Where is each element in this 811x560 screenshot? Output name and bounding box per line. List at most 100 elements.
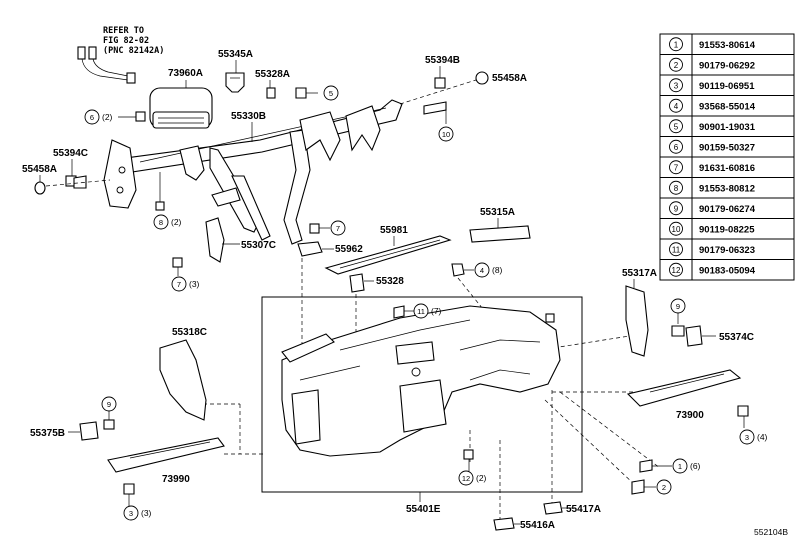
legend-ref-circle (669, 160, 683, 175)
bracket-55375b (79, 421, 99, 441)
figure-id: 552104B (754, 527, 788, 537)
qty-11: (7) (431, 306, 442, 316)
label-55417a: 55417A (566, 504, 601, 515)
label-55458a-right: 55458A (492, 73, 527, 84)
svg-text:2: 2 (662, 483, 666, 492)
legend-ref-number: 4 (674, 102, 679, 111)
nozzle-55981 (324, 235, 452, 275)
label-55307c: 55307C (241, 240, 276, 251)
legend-part-number: 90179-06274 (699, 204, 756, 215)
ref-circle-12 (458, 470, 474, 486)
cap-55458a-right (475, 71, 489, 85)
legend-ref-circle (669, 201, 683, 216)
svg-text:6: 6 (90, 113, 94, 122)
label-55374c: 55374C (719, 332, 754, 343)
legend-part-number: 90183-05094 (699, 265, 756, 276)
qty-1: (6) (690, 461, 701, 471)
ref-circle-10 (438, 126, 454, 142)
panel-55317a (625, 285, 649, 357)
legend-part-number: 90119-06951 (699, 81, 755, 92)
legend-part-number: 90179-06292 (699, 60, 755, 71)
label-55401e: 55401E (406, 504, 441, 515)
ref-circle-5 (323, 85, 339, 101)
legend-ref-circle (669, 262, 683, 277)
panel-box-55401e (261, 296, 583, 493)
svg-text:3: 3 (129, 509, 133, 518)
legend-ref-number: 7 (674, 163, 679, 172)
clip-55417a (543, 501, 563, 515)
bolt-5 (295, 87, 307, 99)
legend-row: 1 91553-80614 (669, 37, 756, 52)
svg-text:11: 11 (417, 307, 425, 316)
legend-part-number: 90179-06323 (699, 245, 755, 256)
legend-part-number: 91631-60816 (699, 163, 755, 174)
legend-ref-circle (669, 139, 683, 154)
legend-ref-circle (669, 119, 683, 134)
svg-text:12: 12 (462, 474, 470, 483)
svg-text:9: 9 (107, 400, 111, 409)
label-55394b: 55394B (425, 55, 460, 66)
bracket-55374c (685, 325, 703, 347)
knee-airbag-73900 (626, 369, 742, 407)
clip-55328a (266, 87, 276, 99)
bracket-55307c (205, 217, 225, 263)
label-55328a: 55328A (255, 69, 290, 80)
label-55962: 55962 (335, 244, 363, 255)
duct-55962 (297, 241, 323, 257)
ref-circle-3-right (739, 429, 755, 445)
refer-note-line-2: FIG 82-02 (103, 36, 149, 46)
qty-4: (8) (492, 265, 503, 275)
refer-note: REFER TO FIG 82-02 (PNC 82142A) (103, 26, 164, 56)
svg-text:4: 4 (480, 266, 484, 275)
ref-circle-11 (413, 303, 429, 319)
wire-harness-connector (77, 46, 136, 84)
cap-55458a-left (34, 181, 46, 195)
label-73900: 73900 (676, 410, 704, 421)
ref-circle-8 (153, 214, 169, 230)
instrument-panel-55401e (281, 305, 561, 457)
qty-8: (2) (171, 217, 182, 227)
panel-55318c (159, 339, 207, 421)
legend-part-number: 91553-80812 (699, 183, 755, 194)
legend-ref-number: 1 (674, 40, 679, 49)
svg-text:7: 7 (177, 280, 181, 289)
svg-text:3: 3 (745, 433, 749, 442)
legend-ref-number: 10 (672, 225, 681, 234)
qty-6: (2) (102, 112, 113, 122)
bracket-55345a (225, 72, 245, 93)
ref-circle-3-left (123, 505, 139, 521)
label-55394c: 55394C (53, 148, 88, 159)
label-55345a: 55345A (218, 49, 253, 60)
qty-3-left: (3) (141, 508, 152, 518)
label-55315a: 55315A (480, 207, 515, 218)
refer-note-line-1: REFER TO (103, 26, 144, 36)
legend-ref-number: 3 (674, 81, 679, 90)
airbag-assembly-73960a (149, 87, 213, 129)
refer-note-line-3: (PNC 82142A) (103, 46, 164, 56)
label-55318c: 55318C (172, 327, 207, 338)
clip-55328 (349, 273, 365, 293)
label-55317a: 55317A (622, 268, 657, 279)
label-73960a: 73960A (168, 68, 203, 79)
ref-circle-7-left (171, 276, 187, 292)
legend-row: 7 91631-60816 (669, 160, 755, 175)
legend-ref-circle (669, 37, 683, 52)
svg-text:10: 10 (442, 130, 450, 139)
legend-ref-circle (669, 180, 683, 195)
legend-ref-number: 2 (674, 61, 679, 70)
svg-text:9: 9 (676, 302, 680, 311)
legend-ref-circle (669, 98, 683, 113)
legend-ref-number: 12 (672, 266, 681, 275)
svg-text:8: 8 (159, 218, 163, 227)
legend-part-number: 91553-80614 (699, 40, 756, 51)
panel-55315a (469, 225, 531, 243)
legend-row: 2 90179-06292 (669, 57, 755, 72)
ref-circle-1 (672, 458, 688, 474)
nut-55394b (434, 77, 446, 89)
